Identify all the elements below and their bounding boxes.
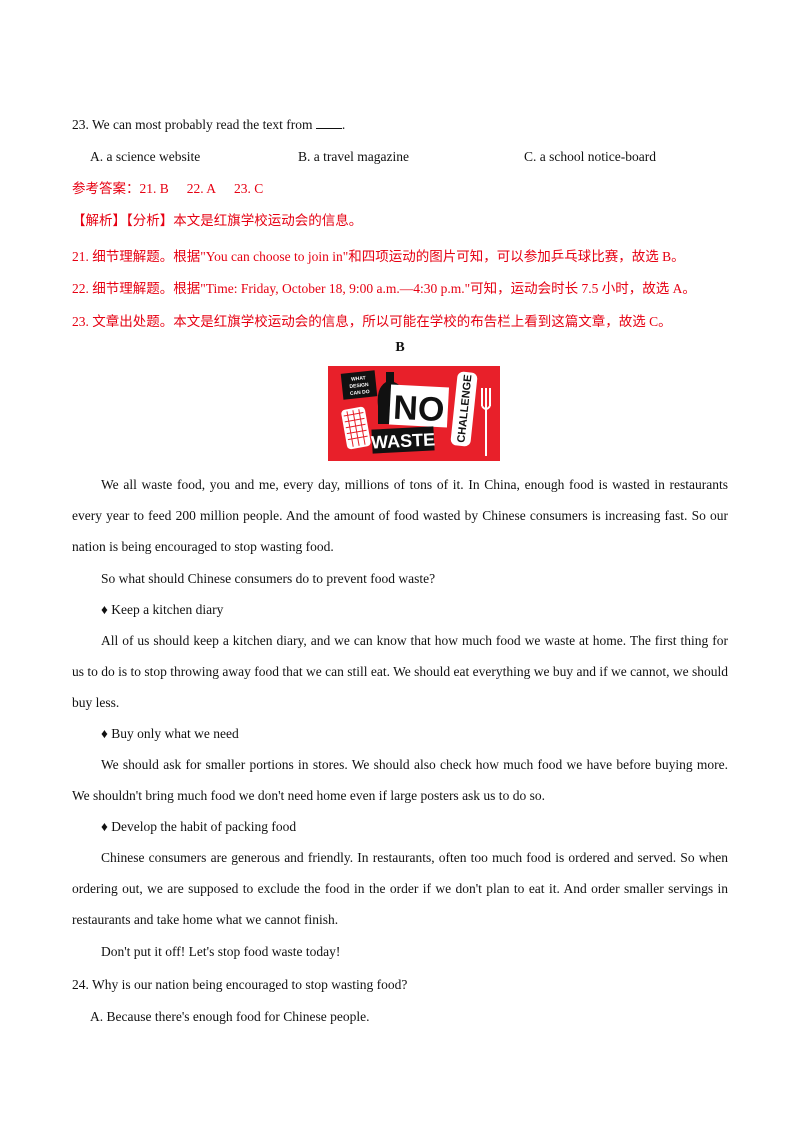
analysis-22: 22. 细节理解题。根据"Time: Friday, October 18, 9…	[72, 281, 696, 296]
option-23-a: A. a science website	[90, 149, 201, 164]
grater-shape	[341, 406, 371, 450]
option-24-a: A. Because there's enough food for Chine…	[90, 1009, 370, 1024]
passage-paragraph-4: We should ask for smaller portions in st…	[72, 757, 728, 803]
passage-paragraph-6: Don't put it off! Let's stop food waste …	[101, 944, 341, 959]
sign-line-2: DESIGN	[349, 382, 369, 390]
section-b-heading: B	[395, 340, 405, 355]
tip-heading-3: ♦ Develop the habit of packing food	[101, 819, 297, 834]
sign-line-3: CAN DO	[350, 389, 370, 397]
answer-22: 22. A	[186, 181, 217, 196]
passage-paragraph-5: Chinese consumers are generous and frien…	[72, 850, 728, 927]
fork-icon	[481, 388, 491, 456]
no-text: NO	[392, 389, 445, 430]
analysis-21: 21. 细节理解题。根据"You can choose to join in"和…	[72, 249, 685, 264]
question-23-stem: 23. We can most probably read the text f…	[72, 116, 345, 134]
tip-heading-1: ♦ Keep a kitchen diary	[101, 602, 224, 617]
option-23-b: B. a travel magazine	[298, 149, 409, 164]
tip-heading-2: ♦ Buy only what we need	[101, 726, 239, 741]
question-23-period: .	[341, 117, 346, 132]
waste-panel	[371, 426, 435, 454]
option-23-c: C. a school notice-board	[524, 149, 656, 164]
passage-paragraph-1: We all waste food, you and me, every day…	[72, 477, 728, 554]
question-23-text: 23. We can most probably read the text f…	[72, 117, 313, 132]
answer-23: 23. C	[234, 181, 264, 196]
waste-text: WASTE	[371, 429, 436, 452]
reference-answers: 参考答案：21. B 22. A 23. C	[72, 180, 263, 198]
challenge-panel	[450, 371, 478, 447]
what-design-can-do-sign: WHAT DESIGN CAN DO	[340, 370, 378, 400]
answer-21: 21. B	[139, 181, 169, 196]
sign-line-1: WHAT	[351, 375, 366, 382]
analysis-23: 23. 文章出处题。本文是红旗学校运动会的信息，所以可能在学校的布告栏上看到这篇…	[72, 314, 672, 329]
no-waste-challenge-banner: WHAT DESIGN CAN DO NO WASTE CHALLENGE	[328, 366, 500, 461]
question-24-stem: 24. Why is our nation being encouraged t…	[72, 977, 408, 992]
answers-label: 参考答案：	[72, 181, 140, 196]
answer-blank	[315, 116, 342, 129]
passage-paragraph-2: So what should Chinese consumers do to p…	[101, 571, 436, 586]
no-panel	[388, 384, 450, 428]
passage-paragraph-3: All of us should keep a kitchen diary, a…	[72, 633, 728, 710]
analysis-intro: 【解析】【分析】本文是红旗学校运动会的信息。	[72, 213, 363, 228]
